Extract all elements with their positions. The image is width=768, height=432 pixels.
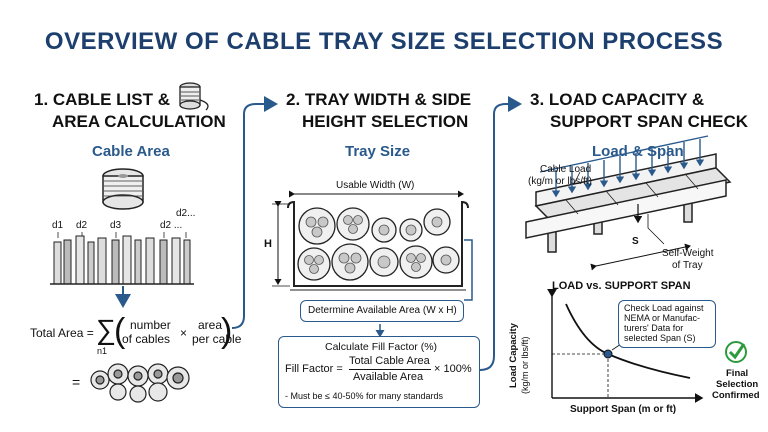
diameter-markers <box>57 232 187 238</box>
step3-heading-line1: 3. LOAD CAPACITY & <box>530 90 705 109</box>
available-area-box: Determine Available Area (W x H) <box>300 300 464 322</box>
span-s-label: S <box>632 236 639 247</box>
height-dimension <box>272 201 290 287</box>
step2-heading-line1: 2. TRAY WIDTH & SIDE <box>286 90 472 109</box>
term-number: number <box>130 318 171 332</box>
final-line1: Final <box>726 368 749 379</box>
check-load-callout: Check Load against NEMA or Manufac- ture… <box>618 300 716 348</box>
total-area-label: Total Area = <box>30 326 94 340</box>
flow-arrow-2-to-3 <box>479 96 522 371</box>
step3-subheading: Load & Span <box>592 143 684 160</box>
fill-factor-note: - Must be ≤ 40-50% for many standards <box>285 391 444 401</box>
fill-factor-denominator: Available Area <box>353 371 424 383</box>
final-line2: Selection <box>716 379 759 390</box>
fill-factor-numerator: Total Cable Area <box>349 355 430 367</box>
open-paren: ( <box>114 312 126 350</box>
cable-strands <box>50 235 194 285</box>
available-area-text: Determine Available Area (W x H) <box>308 305 457 316</box>
graph-ylabel-line2: (kg/m or lbs/ft) <box>520 336 530 394</box>
cable-spool-icon <box>179 82 209 111</box>
check-line1: Check Load against <box>624 303 704 313</box>
times-symbol: × <box>180 326 188 340</box>
step1-heading-line1: 1. CABLE LIST & <box>34 90 171 109</box>
fraction-bar <box>349 369 431 370</box>
height-label: H <box>264 238 272 250</box>
step2-subheading: Tray Size <box>345 143 411 160</box>
term-of-cables: of cables <box>122 332 171 346</box>
fill-factor-box: Calculate Fill Factor (%) Fill Factor = … <box>278 336 480 408</box>
cables-in-tray <box>297 207 460 281</box>
usable-width-label: Usable Width (W) <box>336 180 415 191</box>
cable-coil-icon <box>102 168 144 210</box>
check-line4: selected Span (S) <box>624 333 696 343</box>
sum-symbol: ∑ <box>96 314 116 345</box>
step1-subheading: Cable Area <box>92 143 170 160</box>
graph-title: LOAD vs. SUPPORT SPAN <box>552 280 691 292</box>
self-weight-leader <box>647 214 665 245</box>
span-dimension <box>590 243 691 271</box>
cable-load-leader <box>573 171 581 185</box>
fill-factor-multiplier: × 100% <box>434 363 472 375</box>
self-weight-line1: Self-Weight <box>662 248 714 259</box>
step2-heading-line2: HEIGHT SELECTION <box>302 112 469 131</box>
check-line2: NEMA or Manufac- <box>624 313 701 323</box>
diam-label-d1: d1 <box>52 220 64 231</box>
fill-factor-label: Fill Factor = <box>285 363 343 375</box>
tray-on-supports <box>525 153 732 253</box>
cable-bundle <box>90 363 190 403</box>
page-title: OVERVIEW OF CABLE TRAY SIZE SELECTION PR… <box>44 28 724 55</box>
diam-label-d2-ellipsis: d2 ... <box>160 220 183 231</box>
tray-bracket <box>464 239 473 301</box>
self-weight-line2: of Tray <box>672 260 703 271</box>
cable-load-arrows <box>539 135 709 198</box>
cable-load-line1: Cable Load <box>540 164 592 175</box>
diam-label-d2-more: d2... <box>176 208 196 219</box>
flow-arrow-1-to-2 <box>231 96 278 329</box>
diam-label-d2: d2 <box>76 220 88 231</box>
sum-index: n1 <box>97 346 108 356</box>
step3-heading-line2: SUPPORT SPAN CHECK <box>550 112 749 131</box>
close-paren: ) <box>221 312 233 350</box>
cable-load-line2: (kg/m or lbs/ft) <box>528 176 592 187</box>
graph-xlabel: Support Span (m or ft) <box>570 404 677 415</box>
term-area: area <box>198 318 223 332</box>
tray-cross-section <box>287 200 469 291</box>
final-line3: Confirmed <box>712 390 760 401</box>
graph-ylabel-line1: Load Capacity <box>508 323 519 388</box>
load-span-graph <box>547 289 704 403</box>
equals-symbol: = <box>72 374 81 390</box>
check-line3: turers' Data for <box>624 323 684 333</box>
step1-heading-line2: AREA CALCULATION <box>52 112 226 131</box>
check-icon <box>725 341 747 363</box>
diam-label-d3: d3 <box>110 220 122 231</box>
fill-factor-title: Calculate Fill Factor (%) <box>325 341 438 353</box>
term-per-cable: per cable <box>192 332 242 346</box>
